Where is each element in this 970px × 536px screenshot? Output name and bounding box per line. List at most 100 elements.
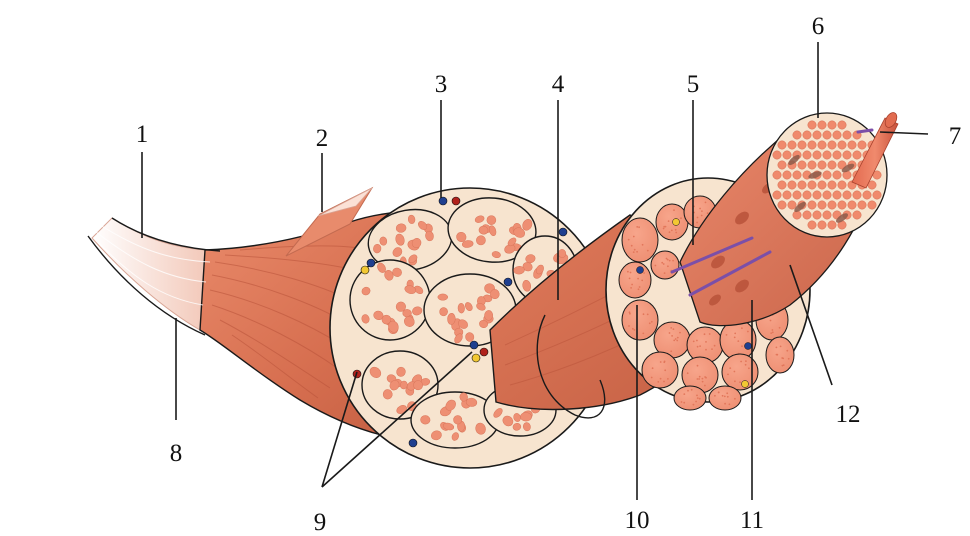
- myofibril-section: [873, 191, 881, 199]
- myofibril-section: [833, 151, 841, 159]
- myofibril-section: [773, 151, 781, 159]
- label-12: 12: [836, 402, 861, 427]
- myofibril-section: [803, 131, 811, 139]
- label-9: 9: [314, 510, 327, 535]
- myofibril-section: [818, 121, 826, 129]
- label-8: 8: [170, 441, 183, 466]
- myofibril-section: [828, 141, 836, 149]
- myofibril-section: [818, 221, 826, 229]
- myofibril-section: [853, 211, 861, 219]
- muscle-fiber-cell: [766, 337, 794, 373]
- muscle-fiber-section: [413, 380, 423, 390]
- myofibril-section: [783, 151, 791, 159]
- myofibril-section: [853, 191, 861, 199]
- myofibril-section: [778, 201, 786, 209]
- myofibril-section: [778, 181, 786, 189]
- myofibril-section: [833, 191, 841, 199]
- myofibril-section: [838, 201, 846, 209]
- myofibril-section: [818, 161, 826, 169]
- myofibril-section: [823, 151, 831, 159]
- label-7: 7: [949, 124, 962, 149]
- myofibril-section: [808, 161, 816, 169]
- muscle-fiber-section: [520, 412, 531, 421]
- myofibril-section: [798, 161, 806, 169]
- blood-vessel-icon: [470, 341, 478, 349]
- myofibril-section: [798, 181, 806, 189]
- label-4: 4: [552, 72, 565, 97]
- blood-vessel-icon: [439, 197, 447, 205]
- myofibril-section: [813, 131, 821, 139]
- muscle-fiber-cell: [622, 218, 658, 262]
- label-1: 1: [136, 122, 149, 147]
- myofibril-section: [813, 211, 821, 219]
- myofibril-section: [833, 131, 841, 139]
- label-11: 11: [740, 508, 764, 533]
- myofibril-section: [823, 191, 831, 199]
- capillary-icon: [637, 267, 644, 274]
- myofibril-section: [778, 141, 786, 149]
- capillary-icon: [742, 381, 749, 388]
- myofibril-section: [818, 181, 826, 189]
- myofibril-section: [828, 181, 836, 189]
- myofibril-section: [788, 201, 796, 209]
- myofibril-section: [818, 141, 826, 149]
- myofibril-section: [803, 151, 811, 159]
- myofibril-section: [858, 141, 866, 149]
- myofibril-section: [823, 171, 831, 179]
- myofibril-section: [843, 151, 851, 159]
- myofibril-section: [848, 141, 856, 149]
- myofibril-section: [823, 211, 831, 219]
- muscle-fiber-cell: [651, 251, 679, 279]
- blood-vessel-icon: [452, 197, 460, 205]
- myofibril-section: [783, 191, 791, 199]
- capillary-icon: [673, 219, 680, 226]
- myofibril-section: [813, 191, 821, 199]
- muscle-fiber-section: [438, 294, 448, 300]
- myofibril-section: [843, 191, 851, 199]
- myofibril-section: [793, 211, 801, 219]
- muscle-fiber-cell: [656, 204, 688, 240]
- myofibril-section: [868, 201, 876, 209]
- label-6: 6: [812, 14, 825, 39]
- myofibril-section: [828, 161, 836, 169]
- myofibril-section: [808, 181, 816, 189]
- muscle-fiber-cell: [709, 386, 741, 410]
- myofibril-section: [793, 171, 801, 179]
- muscle-fiber: [672, 111, 899, 326]
- myofibril-section: [788, 141, 796, 149]
- myofibril-section: [773, 191, 781, 199]
- myofibril-section: [863, 191, 871, 199]
- myofibril-section: [848, 201, 856, 209]
- myofibril-section: [823, 131, 831, 139]
- muscle-fiber-cell: [619, 262, 651, 298]
- blood-vessel-icon: [504, 278, 512, 286]
- myofibril-section: [838, 141, 846, 149]
- myofibril-section: [808, 221, 816, 229]
- myofibril-section: [808, 141, 816, 149]
- myofibril-section: [783, 171, 791, 179]
- blood-vessel-icon: [480, 348, 488, 356]
- myofibril-section: [793, 131, 801, 139]
- myofibril-section: [788, 181, 796, 189]
- myofibril-section: [828, 121, 836, 129]
- myofibril-section: [828, 221, 836, 229]
- label-2: 2: [316, 126, 329, 151]
- myofibril-section: [793, 191, 801, 199]
- myofibril-section: [828, 201, 836, 209]
- blood-vessel-icon: [559, 228, 567, 236]
- label-10: 10: [625, 508, 650, 533]
- myofibril-section: [818, 201, 826, 209]
- myofibril-section: [813, 151, 821, 159]
- blood-vessel-icon: [472, 354, 480, 362]
- blood-vessel-icon: [409, 439, 417, 447]
- myofibril-section: [803, 191, 811, 199]
- myofibril-section: [838, 181, 846, 189]
- blood-vessel-icon: [367, 259, 375, 267]
- muscle-fiber-cell: [674, 386, 706, 410]
- myofibril-section: [803, 211, 811, 219]
- myofibril-section: [843, 131, 851, 139]
- muscle-fiber-cell: [622, 300, 658, 340]
- capillary-icon: [745, 343, 752, 350]
- myofibril-section: [773, 171, 781, 179]
- myofibril-section: [853, 151, 861, 159]
